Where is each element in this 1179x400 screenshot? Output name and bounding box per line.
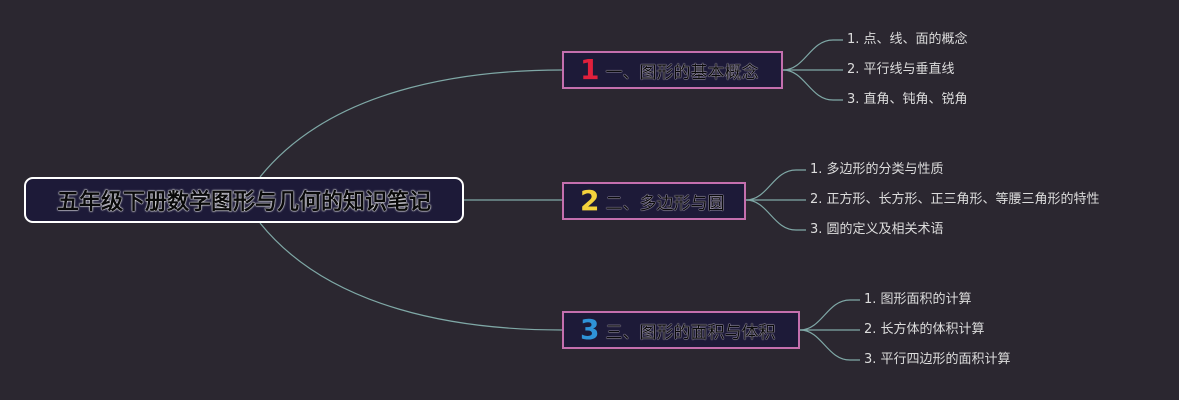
branch-1-leaf-3-link [782,69,843,101]
branch-3-leaf-2[interactable]: 2. 长方体的体积计算 [864,322,985,337]
branch-3-leaf-1[interactable]: 1. 图形面积的计算 [864,292,972,307]
branch-2-leaf-1-link [745,169,806,201]
branch-topic-2[interactable]: 2 二、多边形与圆 [562,182,746,220]
branch-2-leaf-3-link [745,199,806,231]
root-topic[interactable]: 五年级下册数学图形与几何的知识笔记 [24,177,464,223]
branch-2-label: 二、多边形与圆 [605,193,725,214]
branch-2-leaf-2[interactable]: 2. 正方形、长方形、正三角形、等腰三角形的特性 [810,192,1100,207]
branch-2-number-badge: 2 [580,184,600,217]
root-topic-label: 五年级下册数学图形与几何的知识笔记 [56,190,431,215]
branch-3-leaf-3[interactable]: 3. 平行四边形的面积计算 [864,352,1011,367]
branch-1-number-badge: 1 [580,53,600,86]
branch-3-leaf-3-link [799,329,860,361]
branch-2-leaf-1[interactable]: 1. 多边形的分类与性质 [810,162,944,177]
root-to-branch-1-link [259,69,563,178]
branch-1-leaf-1[interactable]: 1. 点、线、面的概念 [847,32,968,47]
branch-2-leaf-3[interactable]: 3. 圆的定义及相关术语 [810,222,944,237]
branch-3-number-badge: 3 [580,313,600,346]
root-to-branch-3-link [259,222,563,331]
branch-topic-1[interactable]: 1 一、图形的基本概念 [562,51,783,89]
branch-topic-3[interactable]: 3 三、图形的面积与体积 [562,311,800,349]
branch-1-leaf-2[interactable]: 2. 平行线与垂直线 [847,62,955,77]
branch-1-leaf-3[interactable]: 3. 直角、钝角、锐角 [847,92,968,107]
branch-1-label: 一、图形的基本概念 [605,62,759,83]
branch-1-leaf-1-link [782,39,843,71]
branch-3-leaf-1-link [799,299,860,331]
branch-3-label: 三、图形的面积与体积 [605,322,776,343]
